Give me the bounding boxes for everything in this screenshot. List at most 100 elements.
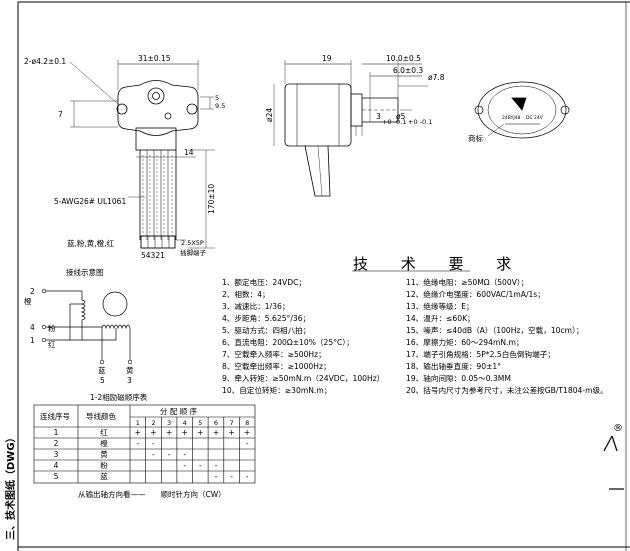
spec-item: 11、绝缘电阻：≥50MΩ（500V）； xyxy=(406,277,528,287)
connector-label: 2.5X5P xyxy=(181,239,204,247)
table-cell-mark: - xyxy=(152,450,155,459)
spec-item: 17、端子引角规格：5P*2.5白色倒钩端子； xyxy=(406,349,555,359)
spec-item: 4、步距角：5.625°/36； xyxy=(222,313,310,323)
table-step-number: 8 xyxy=(245,419,249,427)
table-cell-mark: - xyxy=(230,472,233,481)
table-cell-mark: - xyxy=(136,439,139,448)
table-row-number: 5 xyxy=(54,472,59,481)
table-step-number: 4 xyxy=(183,419,187,427)
table-cell-mark: - xyxy=(183,461,186,470)
spec-item: 18、输出轴垂直度：90±1° xyxy=(406,361,501,371)
hole-dim-label: 2-ø4.2±0.1 xyxy=(24,57,66,66)
table-row-color: 橙 xyxy=(100,438,108,448)
spec-item: 3、减速比：1/36； xyxy=(222,301,289,311)
table-cell-mark: - xyxy=(199,461,202,470)
terminal-blue: 蓝 xyxy=(98,365,106,375)
terminal-2: 2 xyxy=(30,287,35,296)
table-cell-mark: - xyxy=(152,439,155,448)
wiring-schematic xyxy=(44,290,131,360)
terminal-orange: 橙 xyxy=(24,296,32,306)
table-step-number: 5 xyxy=(198,419,202,427)
wiring-terminals xyxy=(41,288,133,365)
connector-sub-label: 插脚端子 xyxy=(180,248,207,257)
width-dim-label: 31±0.15 xyxy=(138,54,171,63)
table-footer: 从输出轴方向看—— 顺时针方向（CW） xyxy=(78,489,226,499)
dim-5-label-side: ø5 xyxy=(396,112,406,121)
pin-numbers-label: 54321 xyxy=(141,251,165,260)
table-cell-mark: - xyxy=(215,461,218,470)
terminal-5: 5 xyxy=(100,376,105,385)
dim-10-label: 10.0±0.5 xyxy=(386,54,421,63)
table-row-color: 红 xyxy=(100,427,108,437)
spec-item: 13、绝缘等级：E； xyxy=(406,301,474,311)
table-cell-mark: + xyxy=(150,428,156,437)
spec-item: 2、相数：4； xyxy=(222,289,270,299)
table-row-number: 3 xyxy=(54,450,59,459)
specs-right-list: 11、绝缘电阻：≥50MΩ（500V）； 12、绝缘介电强度：600VAC/1m… xyxy=(406,277,608,395)
table-cell-mark: - xyxy=(215,472,218,481)
table-cell-mark: + xyxy=(228,428,234,437)
wire-colors-label: 蓝,粉,黄,橙,红 xyxy=(67,238,115,248)
table-cell-mark: - xyxy=(168,450,171,459)
table-header-sequence: 分 配 顺 序 xyxy=(160,406,198,416)
dim-14-label: 14 xyxy=(184,148,194,157)
cable-length-label: 170±10 xyxy=(207,184,216,214)
spec-item: 1、额定电压：24VDC； xyxy=(222,277,306,287)
dim-7-label: 7 xyxy=(58,110,63,119)
table-cell-mark: + xyxy=(197,428,203,437)
edge-marks xyxy=(603,435,624,490)
dim-3-tol-label: +0 -0.1 xyxy=(382,118,406,126)
dim-3-label: 3 xyxy=(376,112,381,121)
spec-item: 7、空载牵入频率：≥500Hz； xyxy=(222,349,326,359)
wire-spec-label: 5-AWG26# UL1061 xyxy=(54,197,126,206)
table-row-color: 粉 xyxy=(100,460,108,470)
table-row-number: 4 xyxy=(54,461,59,470)
table-step-number: 2 xyxy=(151,419,155,427)
table-header-wire-no: 连线序号 xyxy=(40,411,70,421)
spec-item: 10、自定位转矩：≥30mN.m； xyxy=(222,385,331,395)
side-view xyxy=(273,60,428,197)
label-voltage: DC 24V xyxy=(526,115,544,121)
table-row-color: 黄 xyxy=(100,449,108,459)
product-label-view xyxy=(474,81,570,139)
spec-item: 20、括号内尺寸为参考尺寸，未注公差按GB/T1804-m级。 xyxy=(406,385,608,395)
dim-5-label: 5 xyxy=(215,94,219,102)
edge-mark-symbol: ® xyxy=(613,423,623,434)
spec-item: 8、空载牵出频率：≥1000Hz； xyxy=(222,361,331,371)
specs-left-list: 1、额定电压：24VDC； 2、相数：4； 3、减速比：1/36； 4、步距角：… xyxy=(222,277,384,395)
terminal-3: 3 xyxy=(127,376,132,385)
dim-24-label: ø24 xyxy=(265,108,274,122)
table-row-color: 蓝 xyxy=(100,471,108,481)
terminal-yellow: 黄 xyxy=(126,365,134,375)
spec-item: 16、摩擦力矩：60～294mN.m； xyxy=(406,337,523,347)
spec-item: 12、绝缘介电强度：600VAC/1mA/1s； xyxy=(406,289,545,299)
table-cell-mark: + xyxy=(166,428,172,437)
spec-title: 技 术 要 求 xyxy=(353,255,525,273)
sequence-table xyxy=(33,404,256,484)
spec-item: 19、轴向间隙：0.05～0.3MM xyxy=(406,373,511,383)
terminal-pink: 粉 xyxy=(48,323,56,333)
top-view xyxy=(69,60,215,249)
table-cell-mark: + xyxy=(182,428,188,437)
dim-5-tol-label: +0 -0.1 xyxy=(408,118,432,126)
spec-item: 9、牵入转矩：≥50mN.m（24VDC，100Hz） xyxy=(222,373,384,383)
dim-19-label: 19 xyxy=(322,54,332,63)
spec-item: 14、温升：≤60K； xyxy=(406,314,475,323)
table-step-number: 3 xyxy=(167,419,171,427)
table-cell-mark: + xyxy=(135,428,141,437)
table-step-number: 1 xyxy=(136,419,140,427)
spec-item: 15、噪声：≤40dB（A）（100Hz，空载，10cm）； xyxy=(406,325,583,335)
dim-7-8-label: ø7.8 xyxy=(428,73,445,82)
table-cell-mark: + xyxy=(213,428,219,437)
terminal-red: 红 xyxy=(48,339,56,349)
trademark-callout: 商标 xyxy=(468,133,483,143)
table-cell-mark: - xyxy=(246,472,249,481)
spec-item: 5、驱动方式：四相八拍； xyxy=(222,325,310,335)
table-row-number: 2 xyxy=(54,439,59,448)
table-step-number: 6 xyxy=(214,419,218,427)
section-label: 三、技术图纸（DWG） xyxy=(4,432,17,540)
table-cell-mark: - xyxy=(246,439,249,448)
